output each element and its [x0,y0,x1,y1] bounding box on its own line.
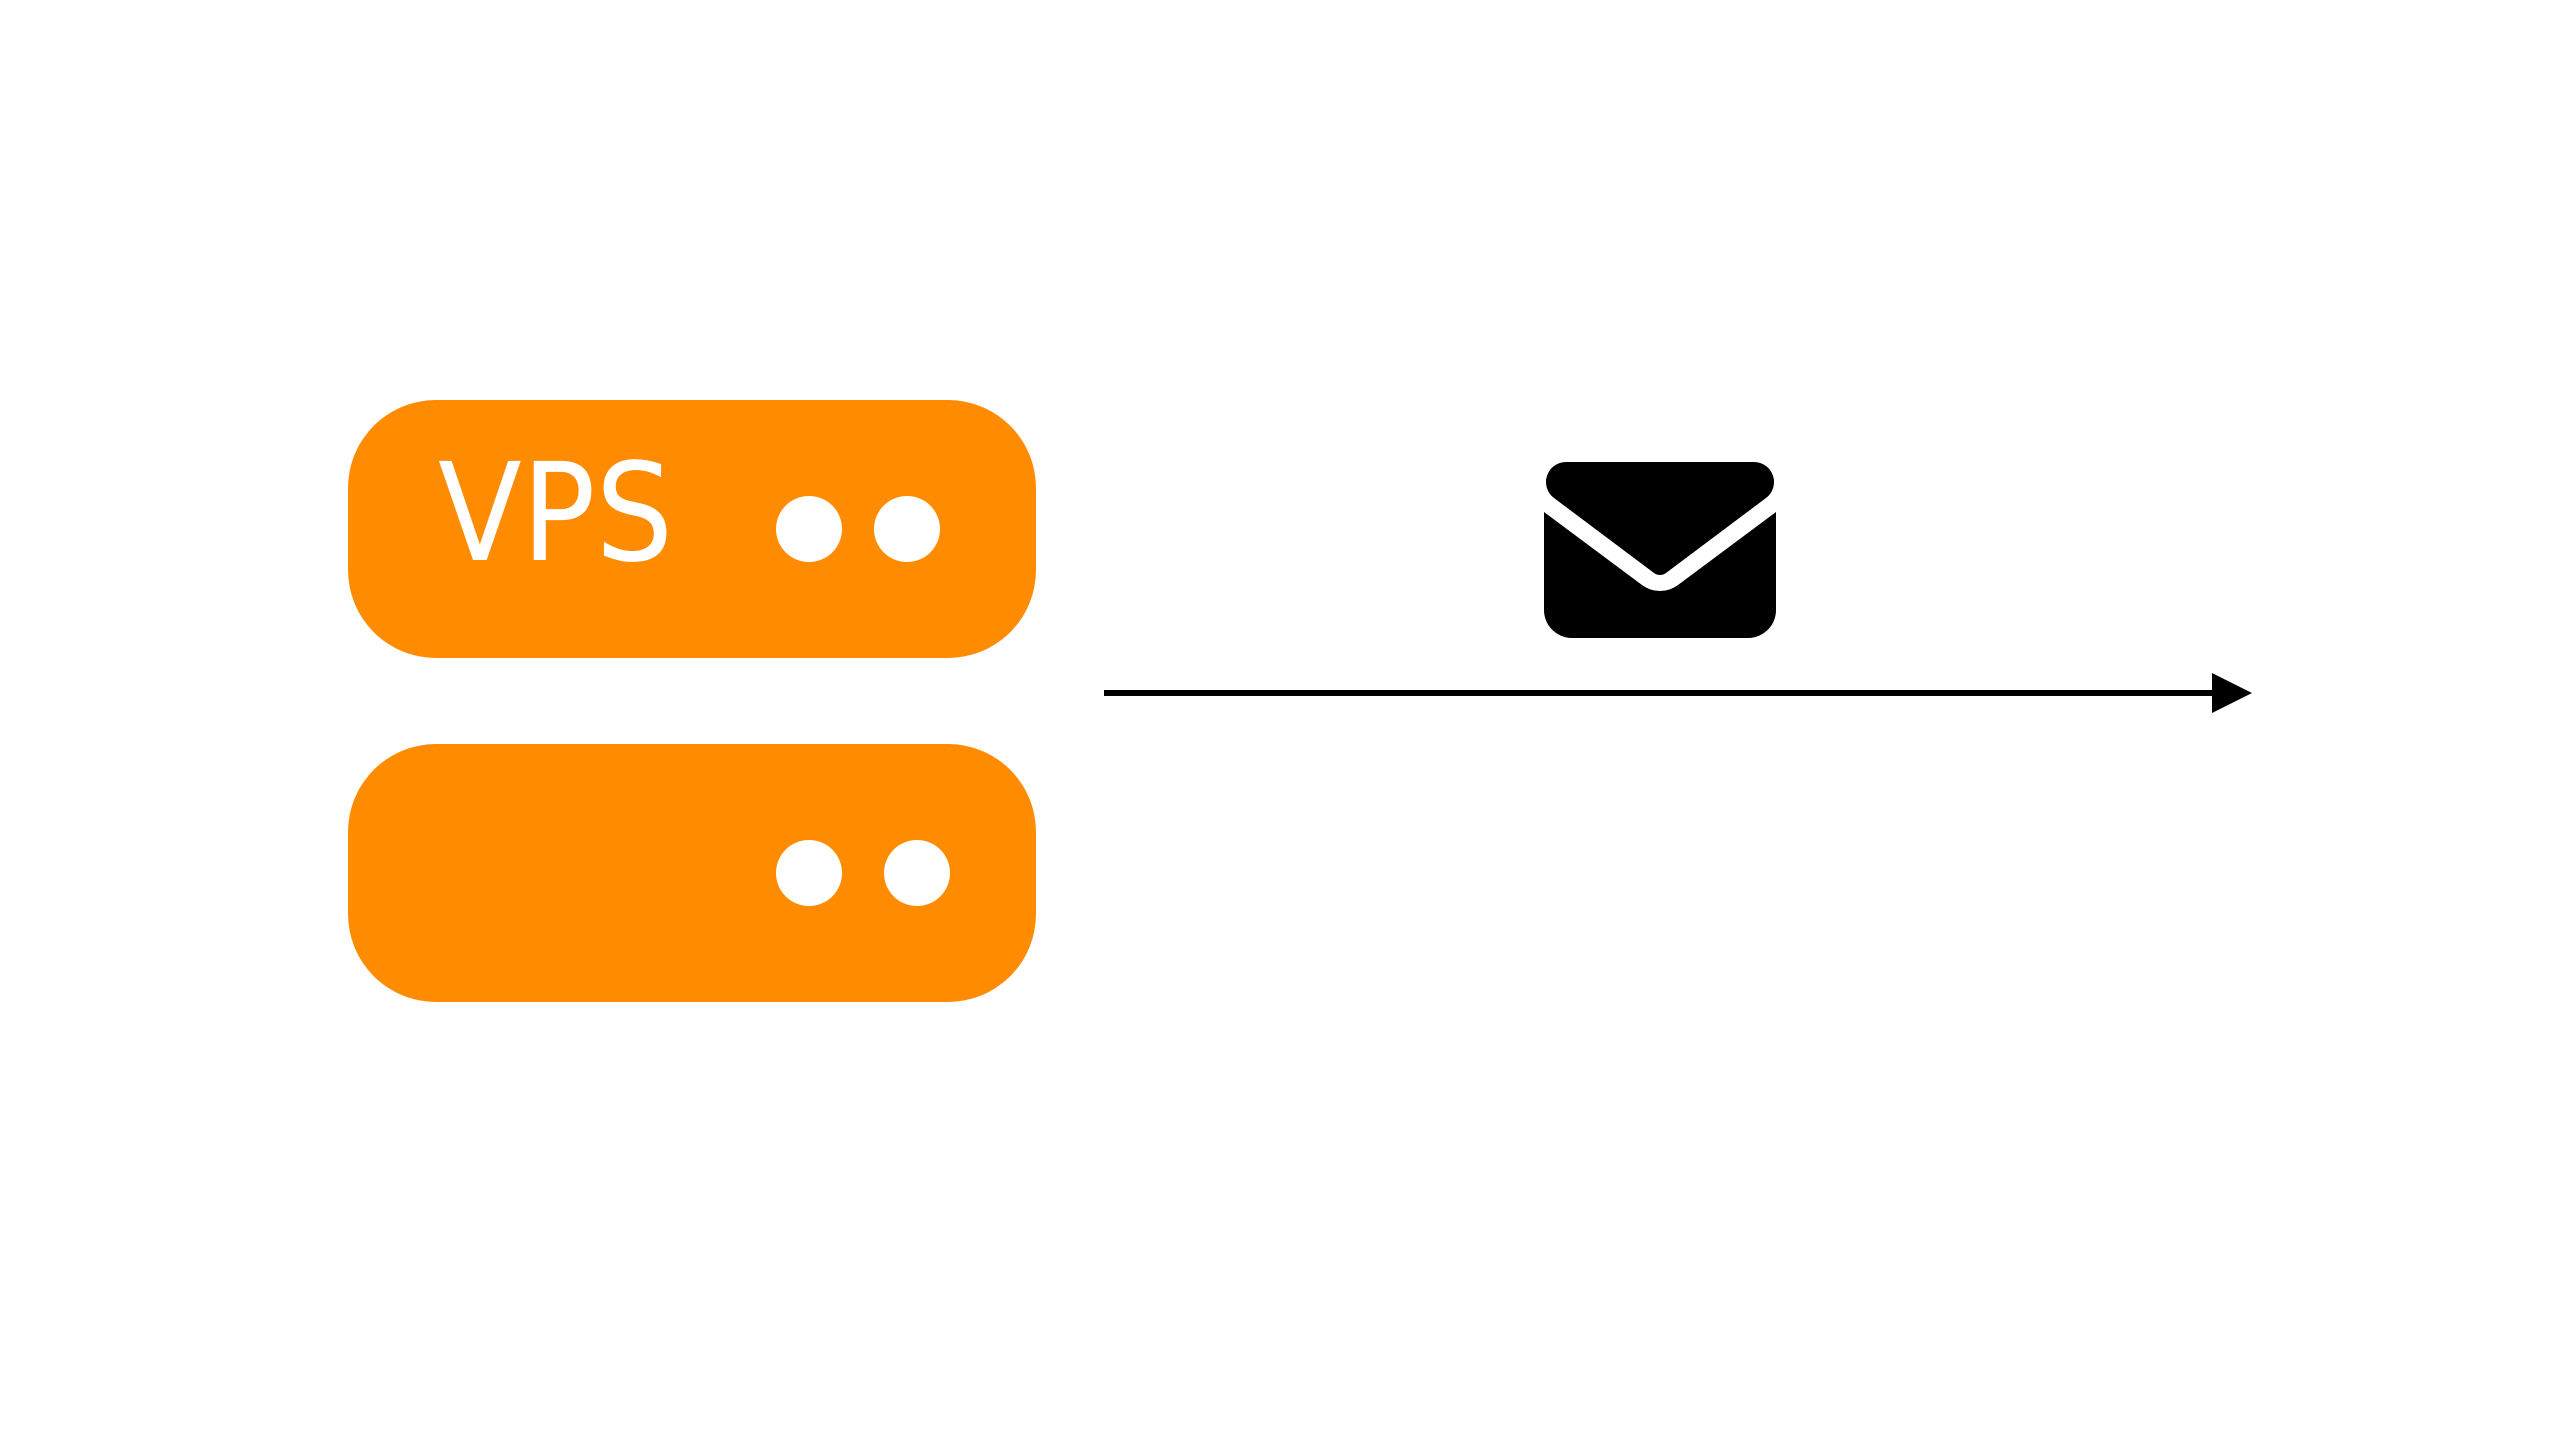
arrow-head [2212,673,2252,713]
envelope-body [1544,512,1776,638]
status-indicator-2 [874,496,940,562]
vps-label: VPS [438,435,674,593]
envelope-icon [1544,462,1776,638]
envelope-flap [1546,462,1774,575]
status-indicator-1 [776,496,842,562]
vps-server-unit: VPS [348,400,1036,658]
server-unit [348,744,1036,1002]
status-indicator-1 [776,840,842,906]
arrow-right-icon [1104,673,2252,713]
status-indicator-2 [884,840,950,906]
